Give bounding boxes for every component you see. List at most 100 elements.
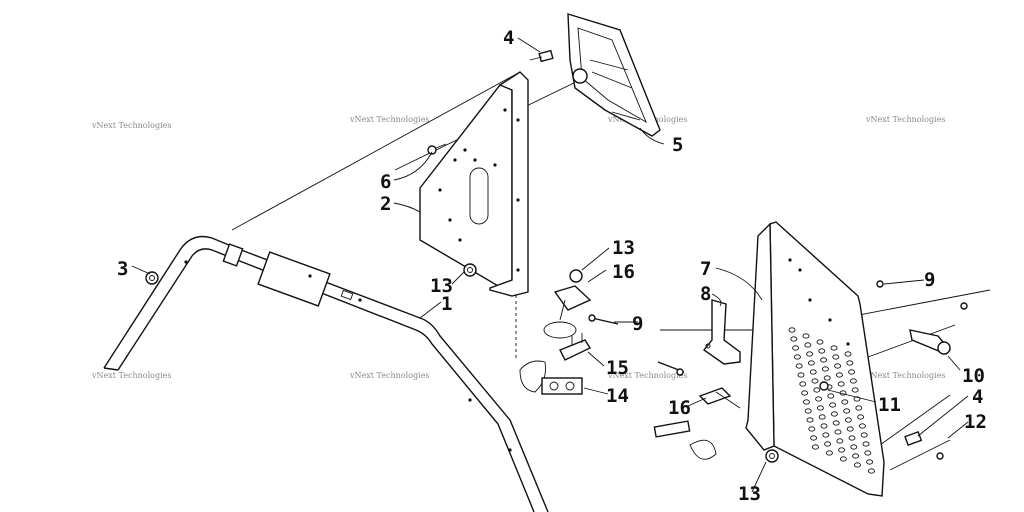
part-label: 10 — [962, 365, 985, 387]
perforation-hole — [811, 378, 819, 384]
perforation-hole — [815, 396, 823, 402]
perforation-hole — [834, 429, 842, 435]
perforation-hole — [802, 399, 810, 405]
perforation-hole — [839, 456, 847, 462]
perforation-hole — [855, 405, 863, 411]
part-label: 9 — [924, 269, 935, 291]
part-label: 13 — [738, 483, 761, 505]
perforation-hole — [824, 441, 832, 447]
perforation-hole — [788, 327, 796, 333]
nut-13-upper — [463, 263, 477, 277]
leader-lines — [131, 37, 969, 493]
perforation-hole — [792, 345, 800, 351]
perforation-hole — [793, 354, 801, 360]
perforation-hole — [849, 378, 857, 384]
perforation-hole — [797, 372, 805, 378]
watermark: vNext Technologies — [865, 115, 945, 124]
perforation-hole — [827, 393, 835, 399]
perforation-hole — [820, 423, 828, 429]
perforation-hole — [811, 444, 819, 450]
perforation-hole — [806, 417, 814, 423]
mirror-housing — [567, 13, 661, 137]
bracket-plate — [419, 71, 529, 297]
perforation-hole — [816, 339, 824, 345]
perforation-hole — [809, 369, 817, 375]
watermark: vNext Technologies — [349, 371, 429, 380]
grommet-11 — [819, 381, 829, 391]
perforation-hole — [822, 432, 830, 438]
perforation-hole — [837, 381, 845, 387]
perforation-hole — [813, 387, 821, 393]
pin-9-right — [876, 280, 968, 310]
part-label: 6 — [380, 171, 391, 193]
screw-12 — [936, 452, 944, 460]
perforation-hole — [834, 363, 842, 369]
part-label: 9 — [632, 313, 643, 335]
perforation-hole — [835, 372, 843, 378]
part-label: 2 — [380, 193, 391, 215]
spring-clip — [653, 420, 717, 460]
perforation-hole — [821, 366, 829, 372]
part-label: 4 — [503, 27, 514, 49]
perforation-hole — [820, 357, 828, 363]
perforation-hole — [832, 420, 840, 426]
perforation-hole — [846, 360, 854, 366]
perforation-hole — [790, 336, 798, 342]
plate-14 — [519, 360, 583, 395]
pin-9-lower — [657, 361, 685, 376]
perforation-hole — [857, 414, 865, 420]
watermark: vNext Technologies — [91, 121, 171, 130]
perforation-hole — [850, 444, 858, 450]
watermark: vNext Technologies — [865, 371, 945, 380]
perforation-hole — [829, 402, 837, 408]
part-label: 4 — [972, 386, 983, 408]
perforation-hole — [848, 435, 856, 441]
perforation-hole — [830, 345, 838, 351]
part-label: 5 — [672, 134, 683, 156]
part-label: 12 — [964, 411, 987, 433]
perforation-hole — [832, 354, 840, 360]
perforation-hole — [816, 405, 824, 411]
part-label: 3 — [117, 258, 128, 280]
bolt-4-top — [529, 49, 554, 63]
bracket-8 — [702, 299, 741, 365]
part-label: 1 — [441, 293, 452, 315]
bolt-4-lower — [904, 430, 923, 446]
perforation-hole — [823, 375, 831, 381]
perforation-hole — [853, 462, 861, 468]
grommet — [543, 321, 577, 339]
perforation-hole — [830, 411, 838, 417]
perforation-hole — [804, 342, 812, 348]
perforated-panel — [745, 221, 885, 497]
part-label: 13 — [612, 237, 635, 259]
perforation-hole — [848, 369, 856, 375]
perforation-hole — [801, 390, 809, 396]
part-label: 13 — [430, 275, 453, 297]
perforation-hole — [825, 450, 833, 456]
perforation-hole — [867, 468, 875, 474]
clip-bracket-16-lower — [698, 387, 741, 409]
perforation-hole — [795, 363, 803, 369]
perforation-hole — [806, 351, 814, 357]
perforation-hole — [838, 447, 846, 453]
perforation-hole — [866, 459, 874, 465]
part-label: 8 — [700, 283, 711, 305]
perforations — [788, 327, 875, 474]
perforation-hole — [844, 351, 852, 357]
perforation-hole — [846, 426, 854, 432]
bracket-10 — [909, 329, 951, 355]
perforation-hole — [804, 408, 812, 414]
perforation-hole — [799, 381, 807, 387]
perforation-hole — [862, 441, 870, 447]
perforation-hole — [851, 387, 859, 393]
watermark: vNext Technologies — [91, 371, 171, 380]
watermark: vNext Technologies — [349, 115, 429, 124]
screw-6 — [427, 143, 447, 155]
perforation-hole — [860, 432, 868, 438]
frame-tube — [103, 235, 549, 512]
perforation-hole — [858, 423, 866, 429]
perforation-hole — [810, 435, 818, 441]
nut-13-lower — [765, 449, 779, 463]
perforation-hole — [818, 414, 826, 420]
